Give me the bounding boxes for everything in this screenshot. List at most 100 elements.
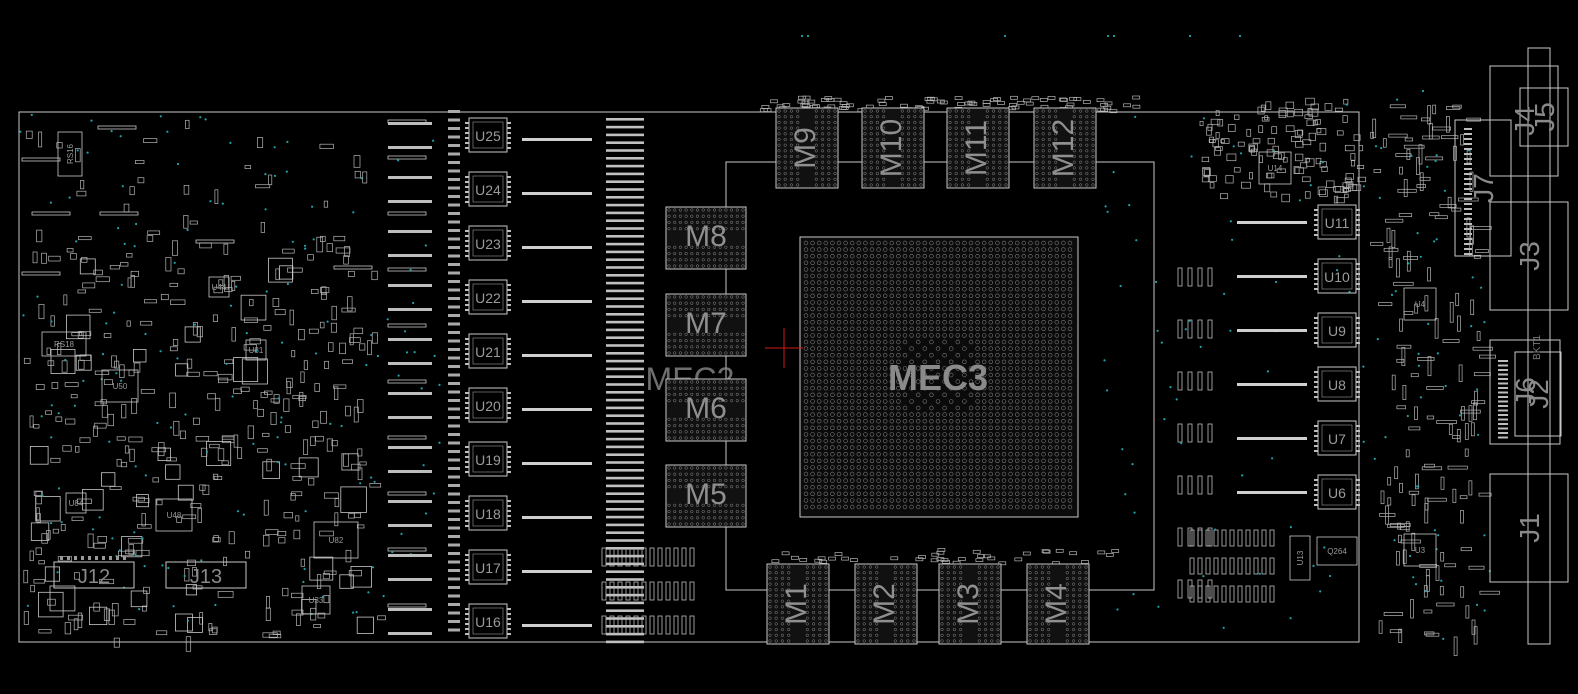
via: [141, 537, 144, 540]
passive-pad: [1300, 162, 1308, 169]
passive-pad: [1408, 490, 1420, 495]
passive-pad: [1302, 139, 1312, 146]
component-label: U81: [249, 346, 264, 355]
component-rs16[interactable]: RS16: [57, 131, 83, 177]
via: [1483, 321, 1486, 324]
via: [370, 334, 373, 337]
cap-pad: [1187, 267, 1193, 287]
via: [221, 202, 224, 205]
cap-pad: [1205, 529, 1211, 547]
memory-chip-m4[interactable]: M4: [1026, 563, 1090, 645]
cap-pad: [649, 547, 655, 567]
vrm-chip-u9[interactable]: U9: [1314, 312, 1360, 348]
via: [1373, 457, 1376, 460]
component-u3[interactable]: U3: [1403, 533, 1437, 567]
vrm-chip-u24[interactable]: U24: [465, 171, 511, 207]
via: [1440, 579, 1443, 582]
passive-pad: [76, 498, 92, 504]
component-u33[interactable]: U33: [301, 585, 331, 615]
passive-pad: [936, 557, 945, 561]
cap-pad: [1237, 557, 1243, 575]
memory-chip-m5[interactable]: M5: [665, 464, 747, 528]
memory-chip-m8[interactable]: M8: [665, 206, 747, 270]
passive-pad: [300, 371, 305, 383]
vrm-chip-u16[interactable]: U16: [465, 603, 511, 639]
resistor-pad: [606, 453, 644, 456]
vrm-chip-u22[interactable]: U22: [465, 279, 511, 315]
component-q264[interactable]: Q264: [1316, 536, 1358, 566]
component-u13[interactable]: U13: [1289, 535, 1311, 581]
cap-pad: [448, 390, 460, 394]
connector-j13[interactable]: J13: [165, 561, 247, 589]
ic-outline: [157, 447, 171, 462]
component-u4[interactable]: U4: [1403, 287, 1437, 321]
memory-chip-label: M9: [789, 127, 822, 169]
vrm-chip-u21[interactable]: U21: [465, 333, 511, 369]
vrm-chip-u17[interactable]: U17: [465, 549, 511, 585]
memory-chip-m6[interactable]: M6: [665, 378, 747, 442]
passive-pad: [353, 406, 359, 423]
passive-pad: [123, 619, 136, 625]
connector-j5[interactable]: J5: [1519, 87, 1569, 147]
passive-pad: [343, 255, 349, 265]
vrm-chip-u25[interactable]: U25: [465, 117, 511, 153]
passive-pad: [926, 96, 935, 101]
memory-chip-m1[interactable]: M1: [766, 563, 830, 645]
component-u44[interactable]: U44: [208, 276, 230, 298]
memory-chip-m7[interactable]: M7: [665, 293, 747, 357]
via: [1374, 145, 1378, 148]
component-u82[interactable]: U82: [313, 521, 359, 559]
via: [91, 528, 95, 531]
passive-pad: [1406, 149, 1411, 160]
memory-chip-m10[interactable]: M10: [861, 107, 925, 189]
connector-j2[interactable]: J2: [1514, 351, 1562, 437]
component-u81[interactable]: U81: [245, 339, 267, 361]
vrm-chip-u23[interactable]: U23: [465, 225, 511, 261]
vrm-chip-u10[interactable]: U10: [1314, 258, 1360, 294]
resistor-pad: [606, 367, 644, 371]
memory-chip-m11[interactable]: M11: [946, 107, 1010, 189]
cap-pad: [1229, 585, 1235, 603]
vrm-chip-u18[interactable]: U18: [465, 495, 511, 531]
vrm-chip-label: U8: [1328, 377, 1346, 393]
vrm-chip-label: U17: [475, 560, 501, 576]
via: [432, 139, 435, 142]
gpu-chip[interactable]: MEC3: [799, 236, 1079, 518]
connector-j12[interactable]: J12: [53, 561, 135, 589]
vrm-chip-u19[interactable]: U19: [465, 441, 511, 477]
via: [1222, 626, 1225, 629]
passive-pad: [1316, 128, 1327, 136]
crosshair-marker: [765, 328, 803, 368]
vrm-chip-u20[interactable]: U20: [465, 387, 511, 423]
cap-pad: [448, 348, 460, 351]
ic-outline: [49, 585, 76, 612]
passive-pad: [1265, 101, 1272, 110]
vrm-chip-u11[interactable]: U11: [1314, 204, 1360, 240]
connector-label: J7: [1468, 173, 1499, 203]
component-rs18[interactable]: RS18: [41, 331, 87, 357]
via: [1312, 564, 1315, 568]
connector-j4[interactable]: J4: [1489, 65, 1559, 177]
connector-j1[interactable]: J1: [1489, 473, 1569, 583]
connector-pin: [1464, 228, 1472, 230]
connector-j3[interactable]: J3: [1489, 201, 1569, 311]
component-u50[interactable]: U50: [101, 369, 139, 403]
vrm-chip-u6[interactable]: U6: [1314, 474, 1360, 510]
memory-chip-m9[interactable]: M9: [775, 107, 839, 189]
component-u84[interactable]: U84: [65, 492, 87, 514]
via: [120, 379, 123, 382]
cap-pad: [1213, 557, 1219, 575]
passive-pad: [1306, 158, 1315, 167]
memory-chip-m2[interactable]: M2: [854, 563, 918, 645]
component-u48[interactable]: U48: [155, 498, 193, 532]
connector-j7[interactable]: J7: [1454, 119, 1512, 257]
component-u14[interactable]: U14: [1258, 151, 1292, 185]
vrm-chip-u7[interactable]: U7: [1314, 420, 1360, 456]
resistor-pad: [606, 320, 644, 324]
connector-pin: [1464, 138, 1472, 140]
memory-chip-m3[interactable]: M3: [938, 563, 1002, 645]
connector-pin: [1464, 168, 1472, 170]
vrm-chip-u8[interactable]: U8: [1314, 366, 1360, 402]
passive-pad: [1391, 230, 1396, 248]
memory-chip-m12[interactable]: M12: [1033, 107, 1097, 189]
